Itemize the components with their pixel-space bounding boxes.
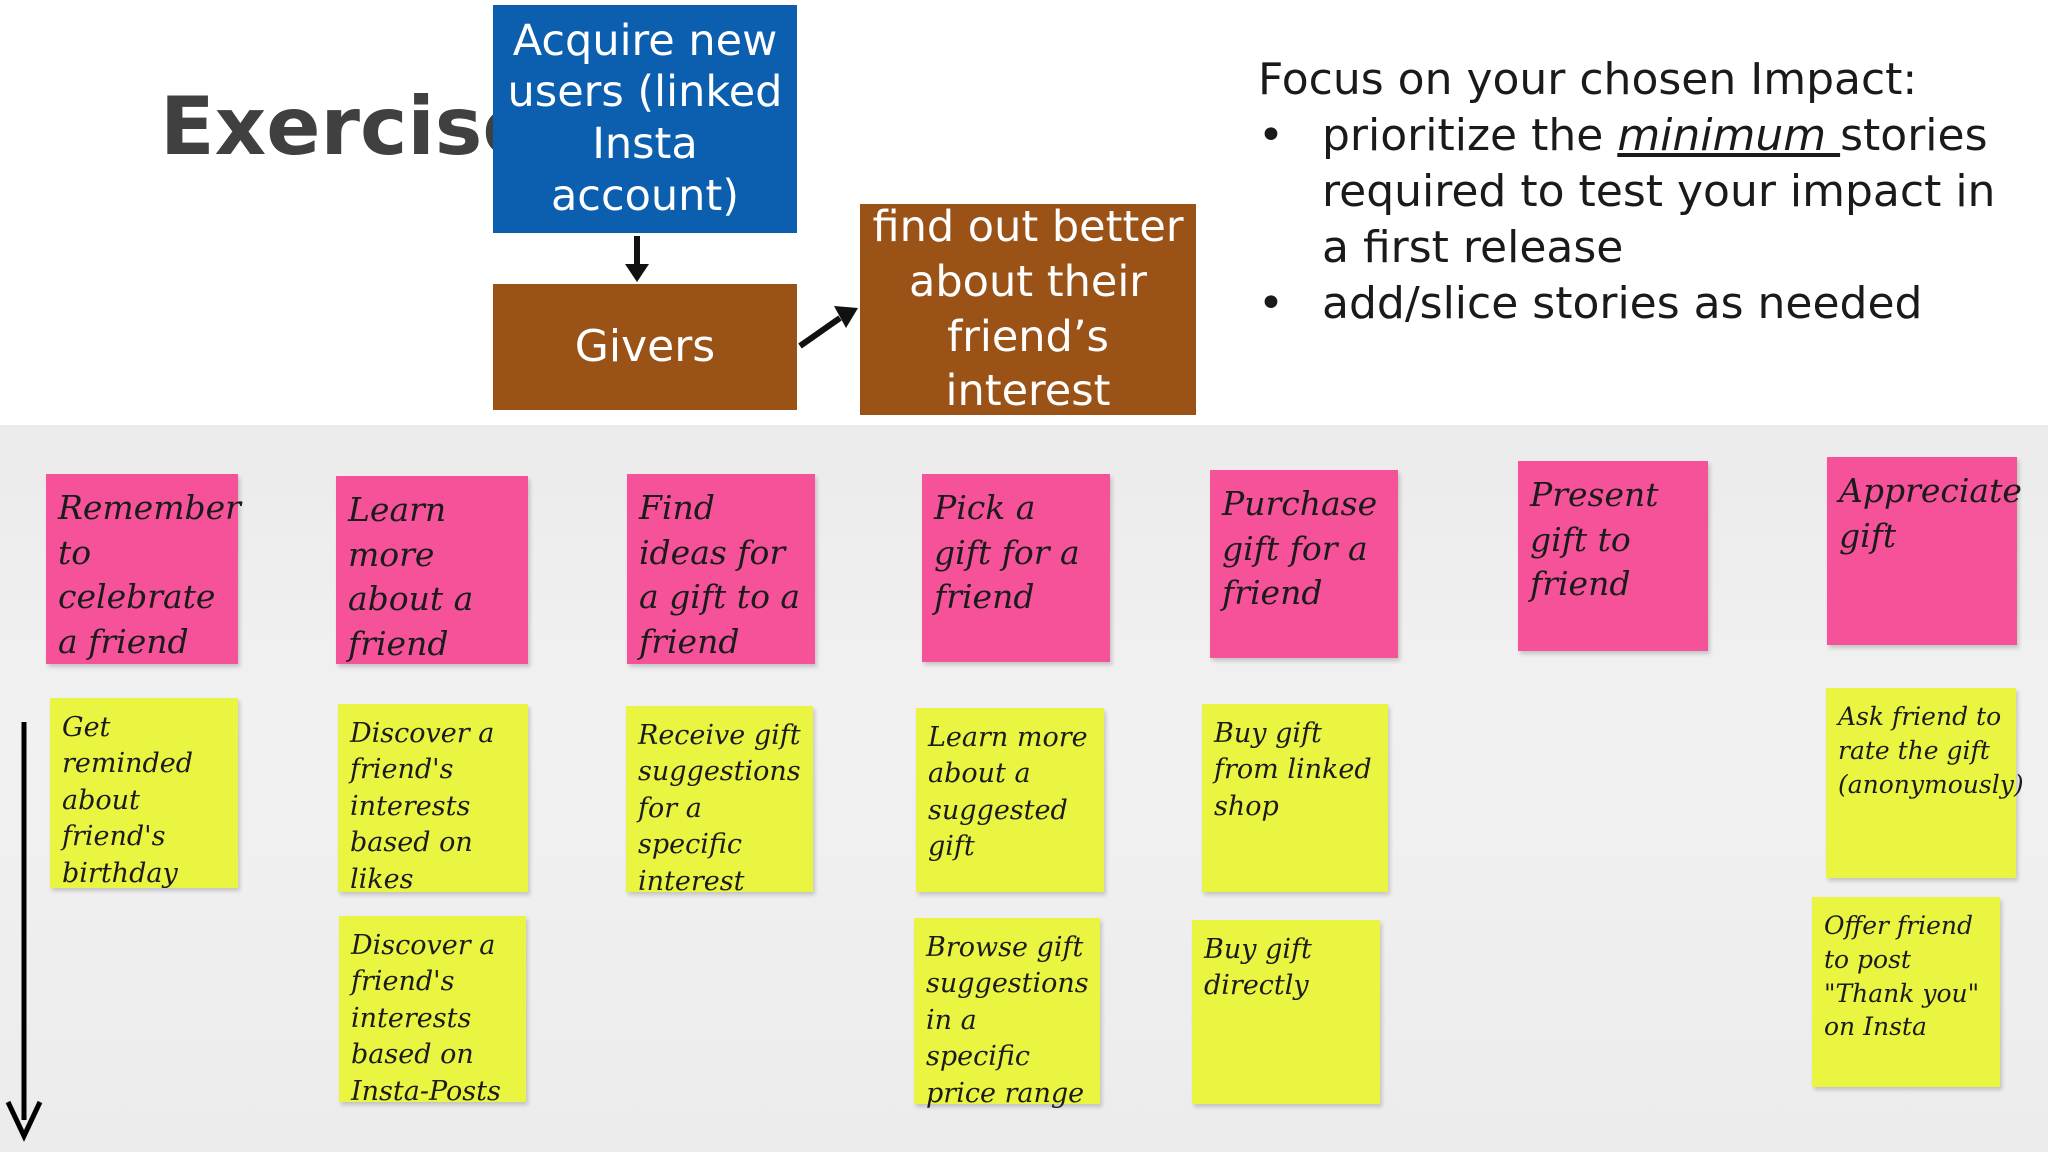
story-note: Ask friend to rate the gift (anonymously… — [1826, 688, 2024, 878]
activity-note: Appreciate gift — [1827, 457, 2022, 645]
story-note: Buy gift from linked shop — [1202, 704, 1388, 892]
goal-label: Acquire new users (linked Insta account) — [507, 15, 783, 221]
bullet-icon: • — [1258, 110, 1284, 161]
instruction-emphasis: minimum — [1617, 110, 1841, 161]
story-note: Learn more about a suggested gift — [916, 708, 1104, 892]
bullet-icon: • — [1258, 278, 1284, 329]
story-note: Buy gift directly — [1192, 920, 1380, 1104]
story-note: Receive gift suggestions for a specific … — [626, 706, 813, 897]
instruction-item: • prioritize the minimum stories require… — [1258, 108, 2018, 276]
story-note: Browse gift suggestions in a specific pr… — [914, 918, 1100, 1109]
activity-note: Pick a gift for a friend — [922, 474, 1110, 662]
instruction-text-pre: prioritize the — [1322, 110, 1618, 161]
activity-note: Purchase gift for a friend — [1210, 470, 1398, 658]
activity-note: Present gift to friend — [1518, 461, 1708, 651]
activity-note: Remember to celebrate a friend — [46, 474, 241, 664]
impact-label: find out better about their friend’s int… — [872, 202, 1184, 417]
goal-box: Acquire new users (linked Insta account) — [493, 5, 797, 233]
page-title: Exercise — [160, 80, 537, 173]
priority-down-arrow — [5, 722, 43, 1142]
story-note: Discover a friend's interests based on I… — [339, 916, 526, 1107]
instructions-list: • prioritize the minimum stories require… — [1258, 108, 2018, 332]
actor-box: Givers — [493, 284, 797, 410]
story-note: Get reminded about friend's birthday — [50, 698, 238, 889]
instruction-text-post: stories required to test your impact in … — [1322, 110, 1996, 273]
impact-box: find out better about their friend’s int… — [860, 202, 1196, 416]
instructions: Focus on your chosen Impact: • prioritiz… — [1258, 52, 2018, 332]
instruction-item: • add/slice stories as needed — [1258, 276, 2018, 332]
activity-note: Find ideas for a gift to a friend — [627, 474, 815, 664]
story-note: Discover a friend's interests based on l… — [338, 704, 528, 895]
instructions-heading: Focus on your chosen Impact: — [1258, 54, 1918, 105]
actor-to-impact-arrow — [798, 306, 858, 349]
instruction-text: add/slice stories as needed — [1322, 278, 1923, 329]
story-note: Offer friend to post "Thank you" on Inst… — [1812, 897, 2000, 1087]
actor-label: Givers — [574, 320, 716, 372]
activity-note: Learn more about a friend — [336, 476, 528, 664]
goal-to-actor-arrow — [625, 236, 649, 282]
